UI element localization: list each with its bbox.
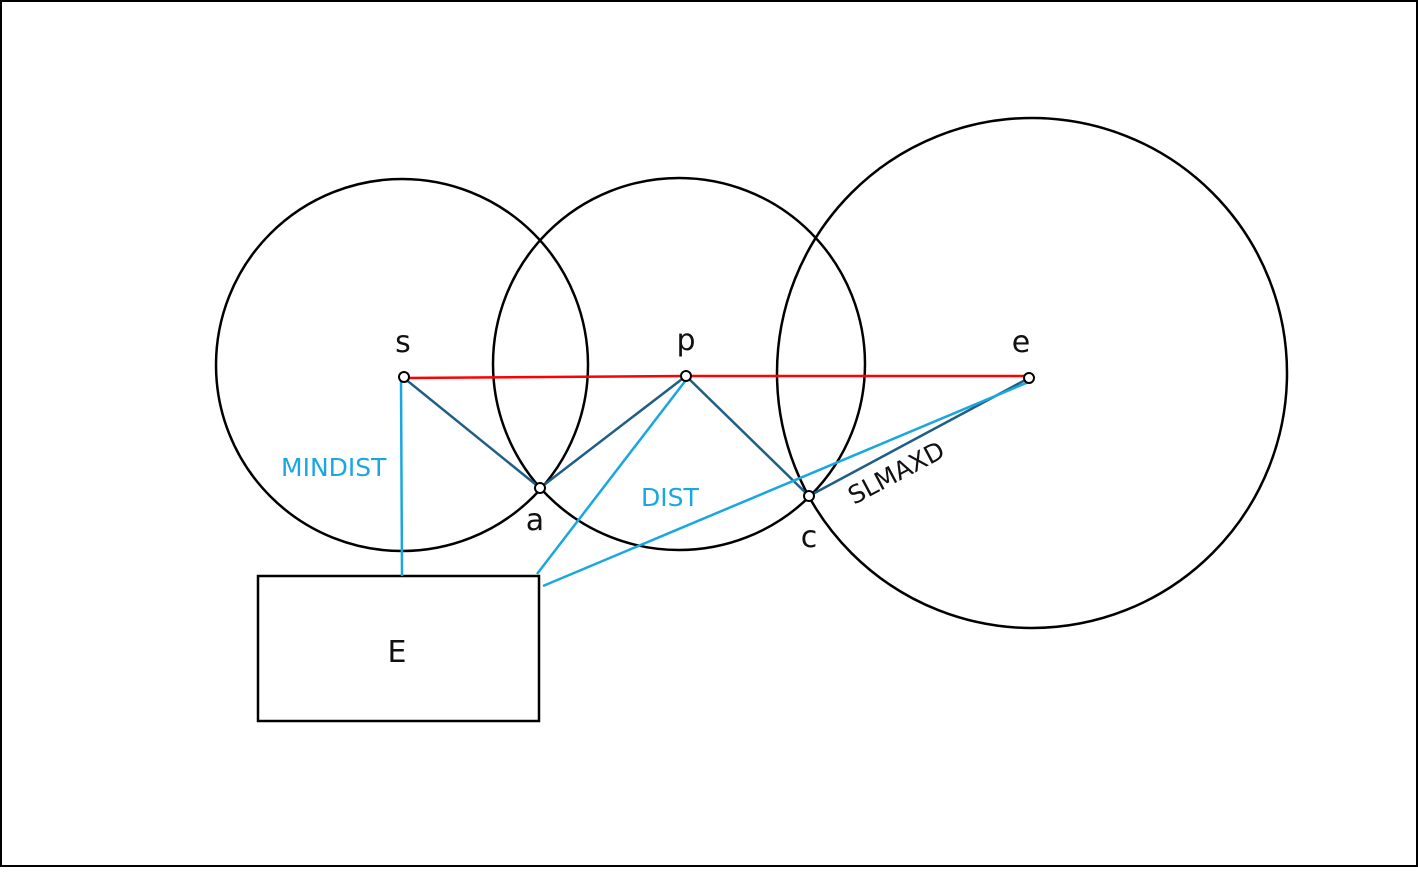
label-mindist: MINDIST xyxy=(281,453,387,482)
label-p: p xyxy=(676,323,695,358)
mindist-line xyxy=(399,377,404,577)
label-e: e xyxy=(1012,325,1030,360)
box-to-e-line xyxy=(542,379,1032,588)
label-slmaxd: SLMAXD xyxy=(843,435,949,510)
point-e-marker xyxy=(1023,372,1035,384)
point-s-marker xyxy=(398,371,410,383)
box-e xyxy=(256,574,541,723)
dist-line xyxy=(536,379,687,575)
chord-a-p xyxy=(539,375,687,489)
label-box-e: E xyxy=(388,635,407,670)
circle-p xyxy=(491,176,867,552)
label-a: a xyxy=(526,503,544,538)
chord-p-c xyxy=(685,375,810,497)
circle-e xyxy=(775,116,1289,630)
point-c-marker xyxy=(803,490,815,502)
label-dist: DIST xyxy=(641,483,699,512)
label-s: s xyxy=(395,325,411,360)
point-a-marker xyxy=(534,482,546,494)
chord-s-a xyxy=(403,377,541,489)
point-p-marker xyxy=(680,370,692,382)
path-line-s-e xyxy=(403,374,1029,380)
label-c: c xyxy=(801,520,818,555)
